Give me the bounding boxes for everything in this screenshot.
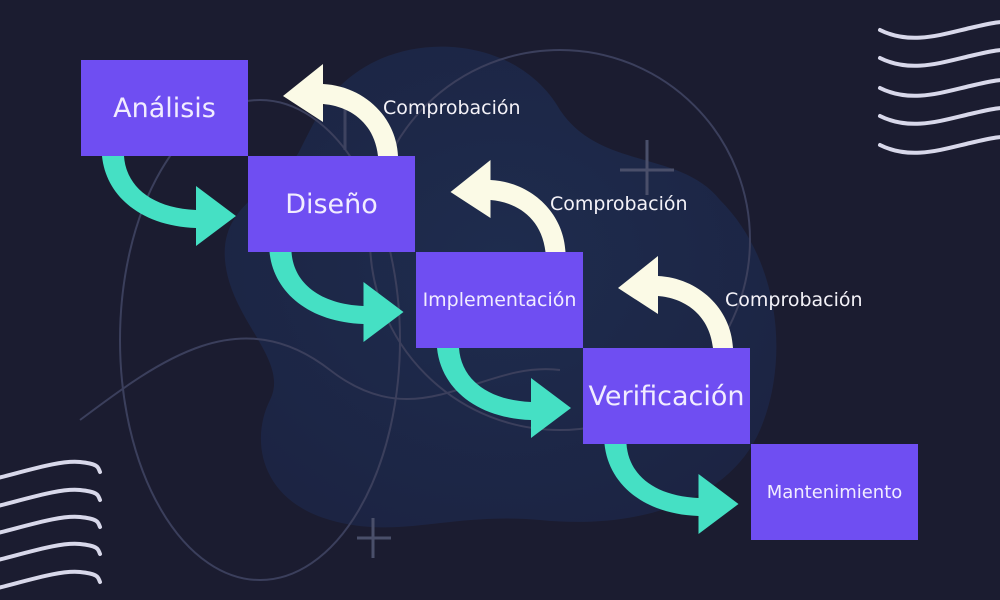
forward-arrow-icon — [102, 156, 236, 246]
waves-icon — [878, 20, 1000, 155]
forward-arrow-icon — [437, 348, 571, 438]
stage-label: Implementación — [422, 289, 577, 311]
feedback-arrow-icon — [283, 64, 398, 156]
feedback-label: Comprobación — [725, 289, 863, 311]
plus-icon — [357, 518, 391, 558]
stage-label: Mantenimiento — [766, 481, 903, 503]
stage-label: Verificación — [588, 380, 745, 412]
feedback-label: Comprobación — [383, 97, 521, 119]
outline-curve — [79, 337, 561, 421]
forward-arrow-icon — [604, 444, 739, 534]
waves-icon — [0, 459, 102, 590]
feedback-label: Comprobación — [550, 193, 688, 215]
feedback-arrow-icon — [450, 160, 566, 252]
stage-box-analisis: Análisis — [81, 60, 248, 156]
plus-icon — [620, 140, 674, 195]
stage-box-mantenimiento: Mantenimiento — [751, 444, 918, 540]
stage-box-diseno: Diseño — [248, 156, 415, 252]
forward-arrow-icon — [269, 252, 404, 342]
outline-circle-left — [119, 99, 401, 581]
stage-box-verificacion: Verificación — [583, 348, 750, 444]
stage-label: Diseño — [285, 188, 378, 220]
feedback-arrow-icon — [618, 256, 733, 348]
stage-box-implementacion: Implementación — [416, 252, 583, 348]
stage-label: Análisis — [113, 92, 216, 124]
